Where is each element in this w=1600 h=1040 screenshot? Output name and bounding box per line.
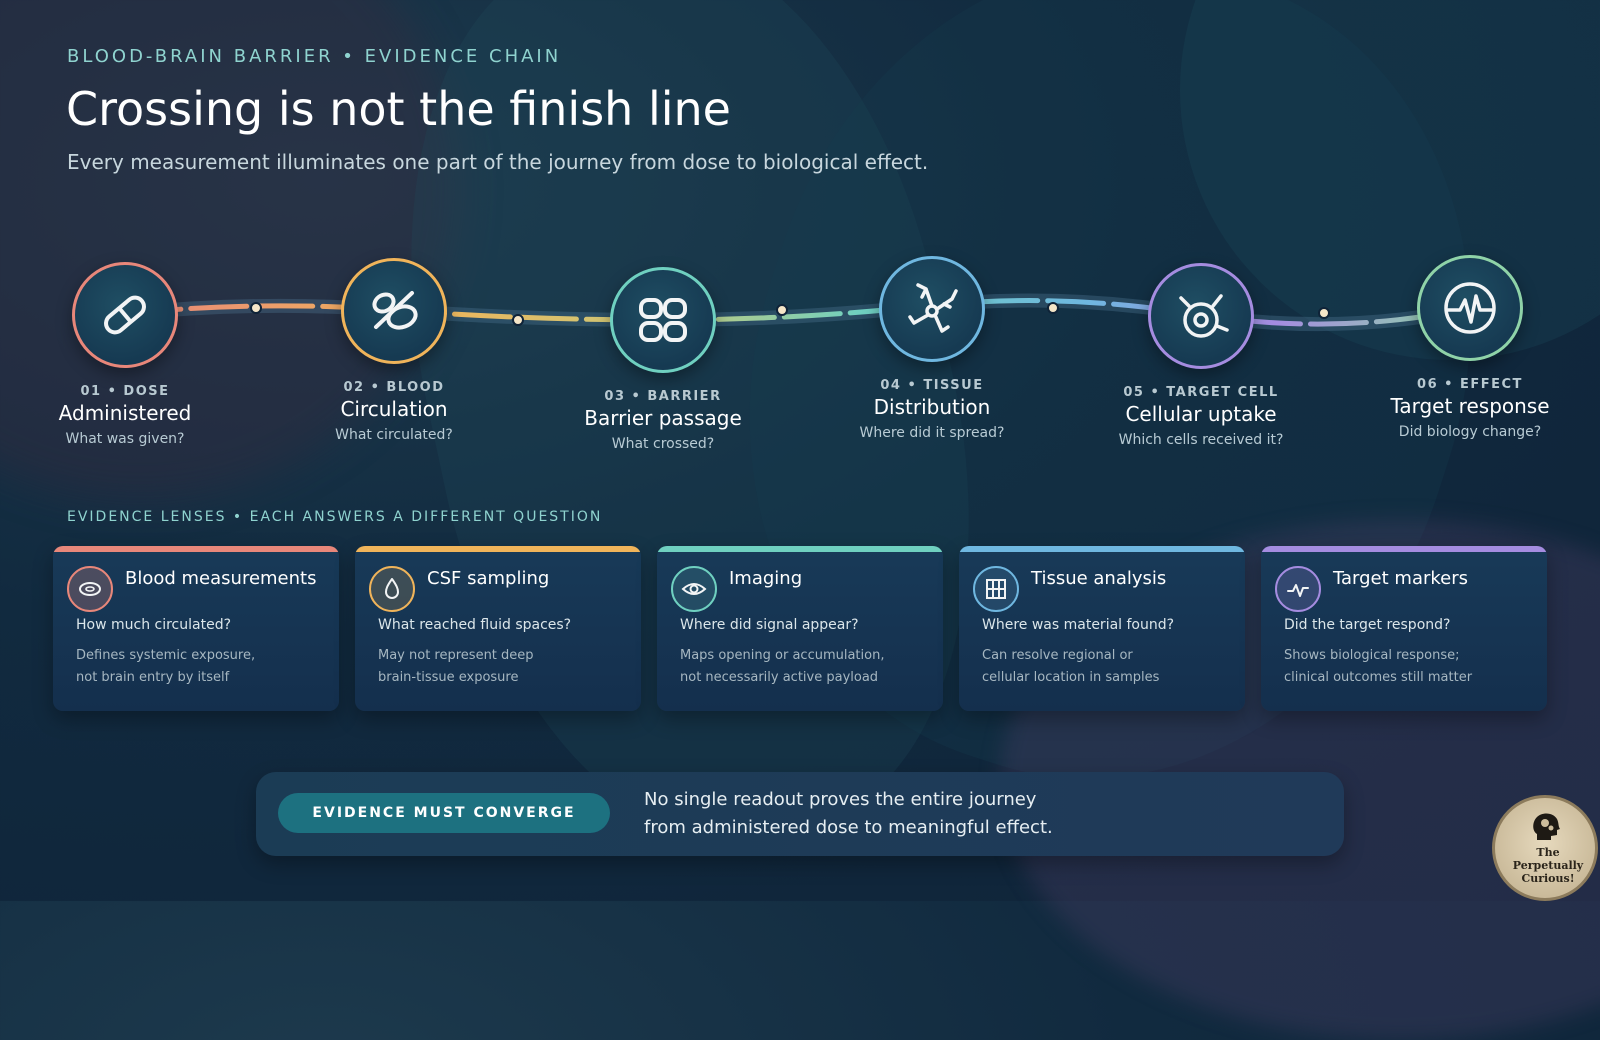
card-icon [671,566,717,612]
step-blood: 02 • BLOOD Circulation What circulated? [274,258,514,443]
card-accent-bar [355,546,641,552]
card-note-line: cellular location in samples [982,670,1160,685]
card-icon [973,566,1019,612]
card-accent-bar [657,546,943,552]
evidence-lenses: Blood measurements How much circulated? … [53,546,1549,711]
card-title: Blood measurements [125,568,317,589]
card-title: Tissue analysis [1031,568,1167,589]
lens-card-imaging: Imaging Where did signal appear? Maps op… [657,546,943,711]
badge-line: Curious! [1521,872,1575,885]
card-note-line: not necessarily active payload [680,670,879,685]
step-tag: 04 • TISSUE [880,378,984,393]
card-question: Did the target respond? [1284,617,1451,633]
card-note-line: Can resolve regional or [982,648,1133,663]
barrier-cells-icon [639,298,687,342]
card-icon [369,566,415,612]
banner-line: from administered dose to meaningful eff… [644,817,1053,838]
lens-card-tissue: Tissue analysis Where was material found… [959,546,1245,711]
card-note-line: Maps opening or accumulation, [680,648,885,663]
card-note-line: clinical outcomes still matter [1284,670,1473,685]
card-accent-bar [1261,546,1547,552]
banner-line: No single readout proves the entire jour… [644,789,1037,810]
card-note-line: Defines systemic exposure, [76,648,256,663]
step-name: Target response [1390,394,1550,418]
step-name: Distribution [873,395,991,419]
step-question: Where did it spread? [859,425,1005,441]
card-question: What reached fluid spaces? [378,617,572,633]
pulse-icon [1287,584,1309,597]
grid-icon [986,579,1006,599]
card-accent-bar [959,546,1245,552]
step-name: Circulation [340,397,448,421]
step-tissue: 04 • TISSUE Distribution Where did it sp… [812,256,1052,441]
card-icon [1275,566,1321,612]
card-note-line: not brain entry by itself [76,670,230,685]
step-target-cell: 05 • TARGET CELL Cellular uptake Which c… [1081,263,1321,448]
lens-card-csf: CSF sampling What reached fluid spaces? … [355,546,641,711]
card-icon [67,566,113,612]
card-title: CSF sampling [427,568,550,589]
card-question: How much circulated? [76,617,232,633]
step-question: Did biology change? [1398,424,1542,440]
step-node [610,267,716,373]
card-note-line: brain-tissue exposure [378,670,519,685]
pulse-icon [1444,282,1496,334]
step-tag: 01 • DOSE [80,384,170,399]
step-tag: 06 • EFFECT [1417,377,1523,392]
page-subtitle: Every measurement illuminates one part o… [67,150,929,174]
step-node [1417,255,1523,361]
banner-text: No single readout proves the entire jour… [644,786,1053,842]
step-name: Cellular uptake [1125,402,1277,426]
head-gears-icon [1533,813,1560,840]
step-name: Administered [58,401,192,425]
lens-card-target: Target markers Did the target respond? S… [1261,546,1547,711]
step-question: What was given? [65,431,185,447]
step-tag: 03 • BARRIER [604,389,722,404]
card-title: Target markers [1333,568,1469,589]
step-question: What crossed? [611,436,715,452]
evidence-chain: 01 • DOSE Administered What was given? 0… [0,240,1600,480]
step-question: Which cells received it? [1118,432,1284,448]
step-tag: 02 • BLOOD [343,380,445,395]
eye-icon [681,583,707,595]
card-note-line: May not represent deep [378,648,534,663]
step-node [341,258,447,364]
lens-card-blood: Blood measurements How much circulated? … [53,546,339,711]
card-note: Defines systemic exposure, not brain entr… [76,645,326,689]
page-title: Crossing is not the finish line [66,82,731,136]
convergence-banner: EVIDENCE MUST CONVERGE No single readout… [256,772,1344,856]
lenses-heading: EVIDENCE LENSES • EACH ANSWERS A DIFFERE… [67,509,603,525]
step-node [72,262,178,368]
badge-line: The Perpetually [1512,846,1584,872]
card-note: May not represent deep brain-tissue expos… [378,645,628,689]
card-question: Where was material found? [982,617,1175,633]
eyebrow: BLOOD-BRAIN BARRIER • EVIDENCE CHAIN [67,46,562,67]
step-dose: 01 • DOSE Administered What was given? [5,262,245,447]
step-node [879,256,985,362]
blood-cell-icon [79,582,101,596]
step-question: What circulated? [335,427,453,443]
droplet-icon [385,578,399,599]
converge-pill: EVIDENCE MUST CONVERGE [278,793,610,833]
step-name: Barrier passage [584,406,742,430]
circulation-loop-icon [372,291,418,330]
card-note: Can resolve regional or cellular location… [982,645,1232,689]
card-accent-bar [53,546,339,552]
card-note-line: Shows biological response; [1284,648,1460,663]
step-node [1148,263,1254,369]
pill-icon [104,295,146,335]
card-note: Shows biological response; clinical outco… [1284,645,1534,689]
step-barrier: 03 • BARRIER Barrier passage What crosse… [543,267,783,452]
step-tag: 05 • TARGET CELL [1123,385,1279,400]
cell-icon [1179,294,1229,338]
step-effect: 06 • EFFECT Target response Did biology … [1350,255,1590,440]
branching-icon [908,283,958,333]
card-title: Imaging [729,568,803,589]
card-note: Maps opening or accumulation, not necessa… [680,645,930,689]
card-question: Where did signal appear? [680,617,859,633]
